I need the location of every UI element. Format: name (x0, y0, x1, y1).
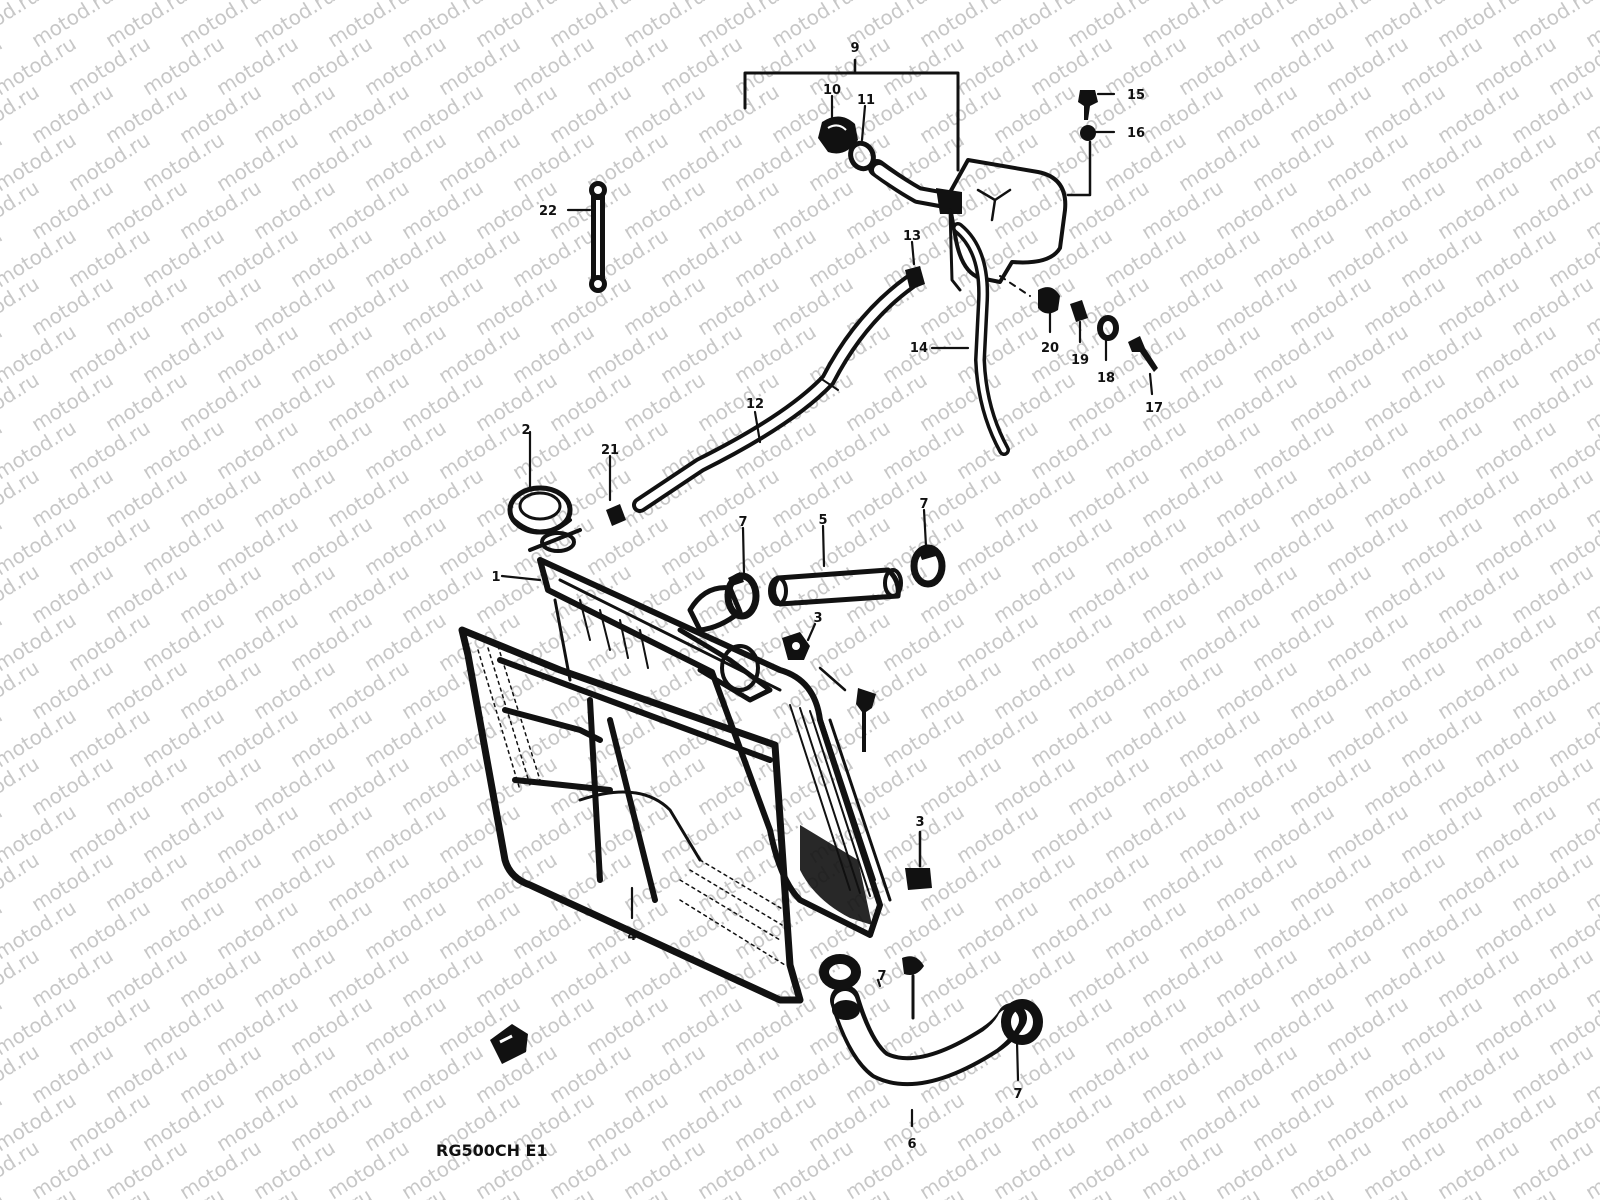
callout-12: 12 (746, 397, 764, 412)
clamp-21 (606, 504, 626, 526)
callout-2: 2 (521, 423, 530, 438)
callout-4: 4 (627, 929, 636, 944)
callout-16: 16 (1127, 126, 1145, 141)
callout-3a: 3 (813, 611, 822, 626)
overflow-hose-14 (952, 222, 1010, 456)
bolt-15 (1078, 90, 1098, 120)
callout-7b: 7 (919, 497, 928, 512)
callout-14: 14 (910, 341, 928, 356)
diagram-caption: RG500CH E1 (436, 1141, 548, 1160)
washer-18 (1097, 315, 1119, 341)
callout-13: 13 (903, 229, 921, 244)
clamp-7-lower-right (1001, 999, 1043, 1045)
callout-9: 9 (850, 41, 859, 56)
radiator-shroud-4 (458, 626, 804, 1004)
callout-18: 18 (1097, 371, 1115, 386)
callout-5: 5 (818, 513, 827, 528)
callout-1: 1 (491, 570, 500, 585)
lower-hose-6 (830, 985, 1027, 1087)
leader-tank-grommet (999, 275, 1031, 297)
clamp-7-right (910, 544, 946, 588)
callout-17: 17 (1145, 401, 1163, 416)
rubber-strap-22 (589, 181, 607, 293)
callout-7c: 7 (877, 969, 886, 984)
o-ring-11 (848, 140, 876, 172)
callout-21: 21 (601, 443, 619, 458)
radiator-cap-2 (507, 485, 573, 535)
leader-lines (500, 92, 1154, 1128)
callout-19: 19 (1071, 353, 1089, 368)
callout-7a: 7 (738, 515, 747, 530)
callouts: 2 1 22 9 10 11 13 14 12 21 7 5 7 3 3 15 … (491, 41, 1163, 1152)
rubber-cushion (490, 1024, 528, 1064)
callout-15: 15 (1127, 88, 1145, 103)
reservoir-tank (946, 158, 1068, 284)
reservoir-cap-10 (818, 116, 858, 154)
washer-16 (1080, 125, 1096, 141)
reservoir-bracket-9 (743, 58, 960, 172)
drain-bolt (902, 956, 924, 1020)
leader-15-16 (1066, 140, 1092, 197)
callout-6: 6 (907, 1137, 916, 1152)
clamp-13 (905, 266, 925, 290)
callout-10: 10 (823, 83, 841, 98)
radiator-core-1 (528, 528, 892, 938)
callout-3b: 3 (915, 815, 924, 830)
clamp-7-left (724, 572, 760, 620)
thermo-switch-3 (782, 632, 810, 660)
watermark-text: motod.ru (0, 1183, 6, 1200)
callout-11: 11 (857, 93, 875, 108)
collar-19 (1070, 300, 1088, 322)
clamp-7-lower-left (819, 954, 861, 990)
bolt-3-lower (905, 830, 932, 890)
inlet-neck (677, 585, 773, 703)
callout-7d: 7 (1013, 1087, 1022, 1102)
bolt-17 (1128, 336, 1158, 372)
mount-bolt (818, 666, 876, 752)
grommet-20 (1038, 287, 1060, 314)
callout-20: 20 (1041, 341, 1059, 356)
callout-22: 22 (539, 204, 557, 219)
upper-hose-5 (768, 567, 903, 607)
reservoir-hose-12 (632, 274, 918, 513)
filler-neck-hose (868, 159, 962, 292)
